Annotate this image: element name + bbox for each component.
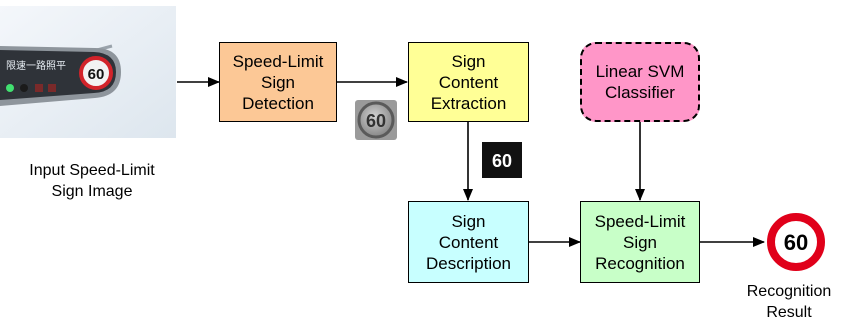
input-sign-circle: [79, 56, 113, 90]
recognition-box: Speed-Limit Sign Recognition: [580, 201, 700, 283]
board-text: 限速一路照平: [6, 59, 66, 72]
gray-sign-thumbnail: 60: [355, 100, 397, 140]
result-caption: Recognition Result: [746, 283, 832, 321]
svm-label: Linear SVM Classifier: [595, 62, 685, 102]
binary-thumbnail: 60: [482, 142, 522, 178]
result-sign: 60: [767, 213, 825, 271]
svm-classifier-box: Linear SVM Classifier: [580, 42, 700, 122]
result-sign-circle: [767, 213, 825, 271]
description-box: Sign Content Description: [408, 201, 529, 283]
recognition-label: Speed-Limit Sign Recognition: [594, 211, 686, 273]
binary-text: 60: [492, 151, 512, 171]
extraction-box: Sign Content Extraction: [408, 42, 529, 122]
input-sign-text: 60: [88, 66, 105, 83]
detection-label: Speed-Limit Sign Detection: [232, 51, 324, 113]
input-caption: Input Speed-Limit Sign Image: [29, 162, 155, 200]
input-sign-photo: 限速一路照平 60: [0, 6, 176, 138]
flow-arrows: [177, 77, 765, 247]
detection-box: Speed-Limit Sign Detection: [219, 42, 337, 122]
green-light-icon: [6, 84, 14, 92]
description-label: Sign Content Description: [425, 211, 512, 273]
result-sign-text: 60: [784, 230, 808, 255]
gray-sign-text: 60: [366, 111, 386, 131]
extraction-label: Sign Content Extraction: [430, 51, 507, 113]
